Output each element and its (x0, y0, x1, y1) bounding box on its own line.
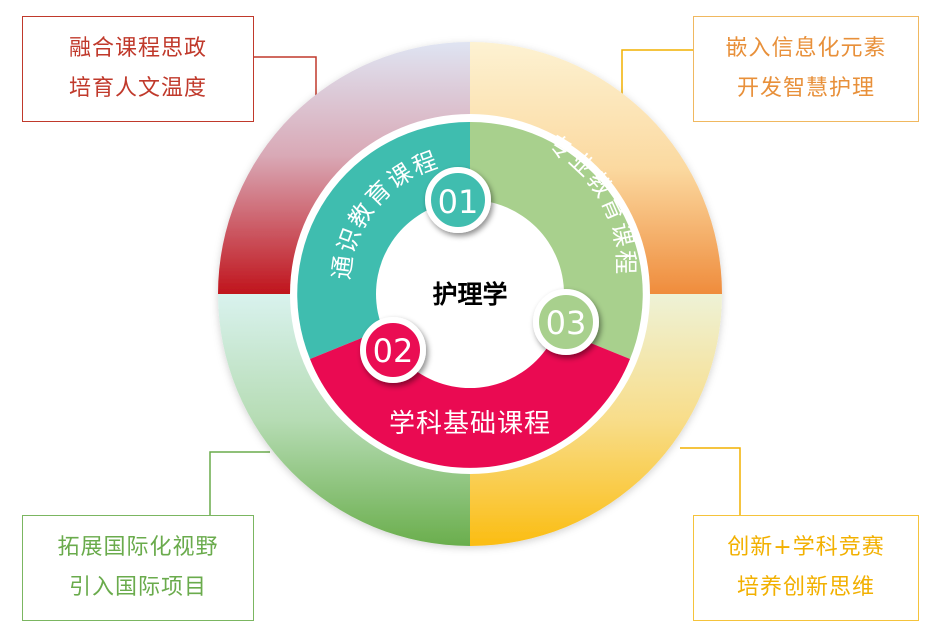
callout-top-right: 嵌入信息化元素 开发智慧护理 (693, 16, 919, 122)
callout-bottom-right-line1: 创新+学科竞赛 (727, 535, 885, 560)
badge-01-number: 01 (438, 183, 479, 221)
connector-top-left (254, 56, 317, 108)
badge-01: 01 (425, 167, 491, 233)
callout-top-left-line2: 培育人文温度 (68, 76, 207, 101)
badge-03-number: 03 (546, 304, 587, 342)
callout-bottom-right: 创新+学科竞赛 培养创新思维 (693, 515, 919, 621)
callout-top-right-line2: 开发智慧护理 (736, 76, 875, 101)
callout-top-left: 融合课程思政 培育人文温度 (22, 16, 254, 122)
callout-bottom-left: 拓展国际化视野 引入国际项目 (22, 515, 254, 621)
connector-bottom-left (209, 451, 270, 515)
connector-bottom-right (680, 447, 741, 515)
center-title: 护理学 (432, 280, 507, 309)
callout-bottom-right-line2: 培养创新思维 (736, 575, 875, 600)
callout-top-left-line1: 融合课程思政 (68, 36, 207, 61)
badge-02-number: 02 (373, 332, 414, 370)
badge-03: 03 (533, 289, 599, 355)
callout-bottom-left-line2: 引入国际项目 (68, 575, 207, 600)
callout-bottom-left-line1: 拓展国际化视野 (57, 535, 219, 560)
connector-top-right (621, 49, 693, 100)
segment-02-label: 学科基础课程 (389, 409, 551, 439)
callout-top-right-line1: 嵌入信息化元素 (725, 36, 887, 61)
badge-02: 02 (360, 317, 426, 383)
